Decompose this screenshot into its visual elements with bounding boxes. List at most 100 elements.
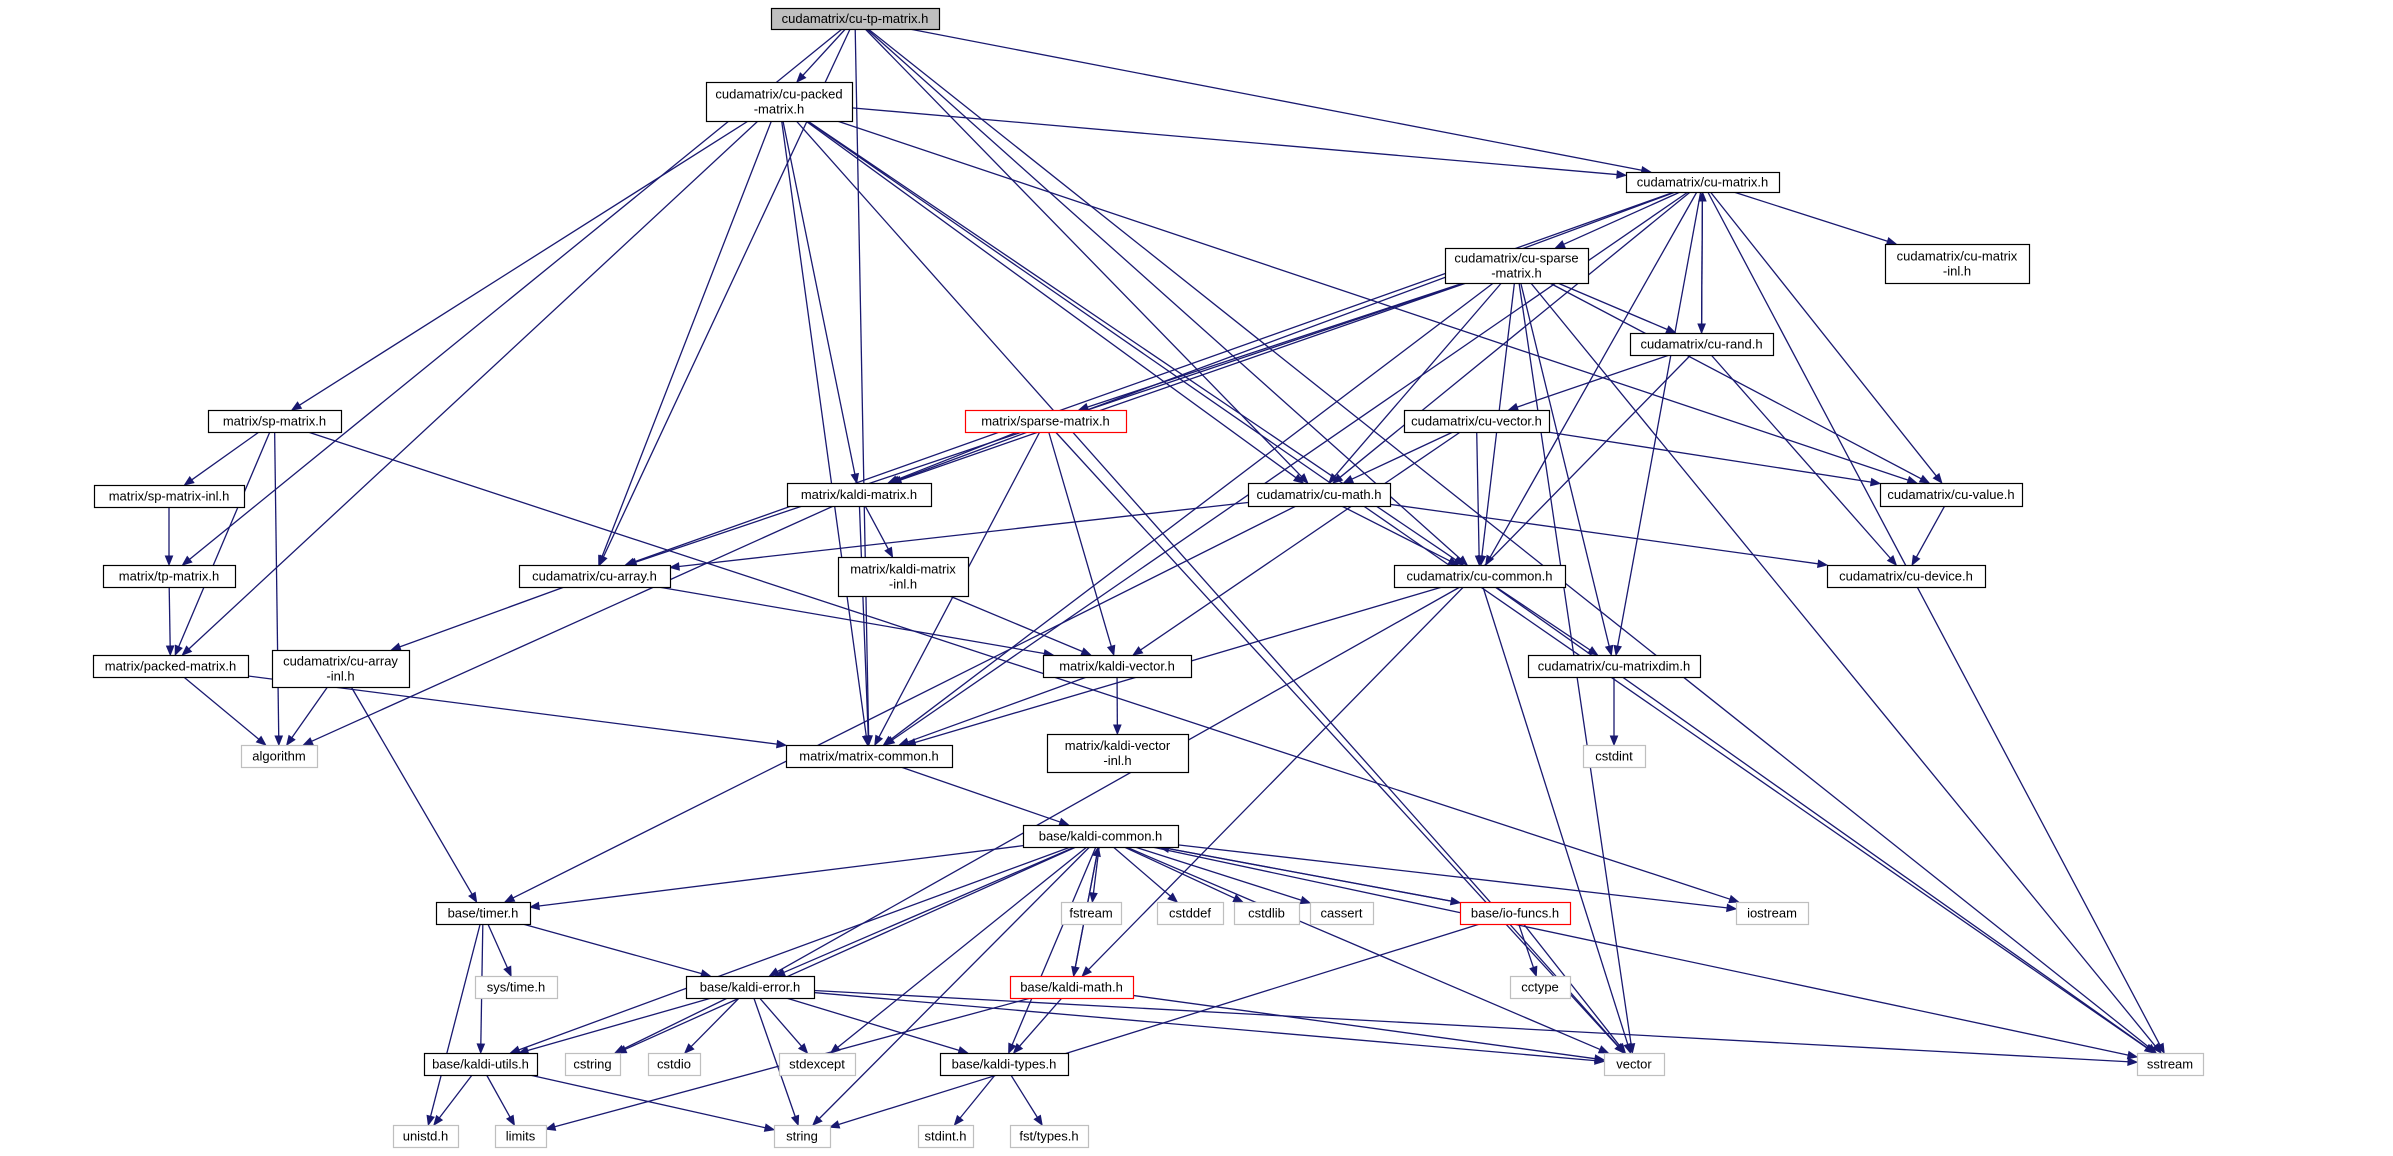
node-label: base/kaldi-math.h <box>1020 980 1123 995</box>
node-label: cudamatrix/cu-array.h <box>532 569 657 584</box>
edge-cu_matrix-to-cu_math <box>1339 191 1691 478</box>
node-label: cstring <box>573 1057 611 1072</box>
node-kaldi-matrix-inl[interactable]: matrix/kaldi-matrix-inl.h <box>837 556 970 598</box>
arrowhead-kaldi_error-to-vector <box>1594 1056 1606 1065</box>
edge-kaldi_common-to-sstream <box>1151 846 2129 1056</box>
arrowhead-sp_matrix-to-iostream <box>1728 894 1740 904</box>
edge-cu_math-to-timer <box>512 505 1297 899</box>
edge-cu_math-to-cu_common <box>1341 505 1451 562</box>
node-box <box>1603 1052 1666 1077</box>
node-label: -matrix.h <box>1491 266 1542 281</box>
edge-cu_packed_matrix-to-cu_matrix <box>851 107 1618 176</box>
node-box <box>1042 654 1193 679</box>
node-limits: limits <box>494 1124 548 1149</box>
arrowhead-cu_math-to-cu_common <box>1447 556 1460 566</box>
node-box <box>494 1124 548 1149</box>
node-cu-array[interactable]: cudamatrix/cu-array.h <box>518 564 672 589</box>
node-cu-rand[interactable]: cudamatrix/cu-rand.h <box>1629 332 1775 357</box>
node-label: cstddef <box>1169 906 1211 921</box>
arrowhead-kaldi_common-to-vector <box>1597 1045 1610 1054</box>
arrowhead-cu_packed_matrix-to-cu_value <box>1906 475 1918 485</box>
node-sp-matrix[interactable]: matrix/sp-matrix.h <box>207 409 343 434</box>
node-sp-matrix-inl[interactable]: matrix/sp-matrix-inl.h <box>93 484 246 509</box>
node-cu-matrixdim[interactable]: cudamatrix/cu-matrixdim.h <box>1527 654 1702 679</box>
node-cu-packed-matrix[interactable]: cudamatrix/cu-packed-matrix.h <box>705 81 854 123</box>
node-cu-tp-matrix[interactable]: cudamatrix/cu-tp-matrix.h <box>770 7 941 31</box>
node-kaldi-vector-inl[interactable]: matrix/kaldi-vector-inl.h <box>1046 733 1190 774</box>
node-io-funcs[interactable]: base/io-funcs.h <box>1459 901 1572 926</box>
edge-sparse_matrix-to-kaldi_vector <box>1048 431 1112 647</box>
edge-kaldi_error-to-cstring <box>622 997 728 1050</box>
node-kaldi-vector[interactable]: matrix/kaldi-vector.h <box>1042 654 1193 679</box>
node-matrix-common[interactable]: matrix/matrix-common.h <box>785 744 954 769</box>
edge-cu_packed_matrix-to-kaldi_matrix <box>782 120 856 475</box>
edge-cu_rand-to-cu_device <box>1710 354 1891 559</box>
arrowhead-io_funcs-to-string <box>828 1120 841 1129</box>
node-label: cassert <box>1321 906 1363 921</box>
node-string: string <box>773 1124 832 1149</box>
node-cu-value[interactable]: cudamatrix/cu-value.h <box>1879 482 2024 508</box>
edge-cu_matrix-to-cu_value <box>1709 191 1937 477</box>
arrowhead-cu_tp_matrix-to-tp_matrix <box>181 555 193 566</box>
edge-io_funcs-to-kaldi_common <box>1168 848 1461 904</box>
edge-kaldi_common-to-kaldi_error <box>783 846 1076 974</box>
arrowhead-kaldi_error-to-stdexcept <box>797 1042 809 1055</box>
node-cu-matrix[interactable]: cudamatrix/cu-matrix.h <box>1625 171 1781 194</box>
edge-kaldi_common-to-kaldi_utils <box>518 846 1071 1051</box>
edge-kaldi_matrix-to-matrix_common <box>858 505 869 737</box>
edge-kaldi_vector-to-matrix_common <box>907 676 1087 743</box>
node-cu-common[interactable]: cudamatrix/cu-common.h <box>1393 564 1567 589</box>
arrowhead-sp_matrix-to-sp_matrix_inl <box>183 475 195 486</box>
node-cu-array-inl[interactable]: cudamatrix/cu-array-inl.h <box>271 649 411 689</box>
node-cu-vector[interactable]: cudamatrix/cu-vector.h <box>1403 409 1551 434</box>
arrowhead-cu_sparse_matrix-to-matrix_common <box>882 735 894 746</box>
node-label: -inl.h <box>1943 264 1971 279</box>
node-label: cudamatrix/cu-value.h <box>1887 487 2014 502</box>
node-box <box>837 556 970 598</box>
node-iostream: iostream <box>1735 901 1810 926</box>
arrowhead-kaldi_common-to-kaldi_utils <box>509 1045 521 1054</box>
arrowhead-kaldi_common-to-string <box>811 1115 823 1126</box>
arrowhead-timer-to-kaldi_utils <box>476 1043 486 1055</box>
node-label: string <box>786 1129 818 1144</box>
edge-cu_tp_matrix-to-cu_math <box>864 28 1302 478</box>
node-kaldi-types[interactable]: base/kaldi-types.h <box>939 1052 1070 1077</box>
node-tp-matrix[interactable]: matrix/tp-matrix.h <box>102 564 237 589</box>
node-cu-sparse-matrix[interactable]: cudamatrix/cu-sparse-matrix.h <box>1444 247 1590 285</box>
arrowhead-cu_packed_matrix-to-cu_matrix <box>1616 170 1628 179</box>
edge-kaldi_error-to-kaldi_utils <box>527 997 712 1052</box>
node-packed-matrix[interactable]: matrix/packed-matrix.h <box>92 654 250 679</box>
node-label: unistd.h <box>403 1129 449 1144</box>
edge-kaldi_utils-to-string <box>529 1074 766 1129</box>
arrowhead-cu_packed_matrix-to-cu_math <box>1292 473 1305 484</box>
node-box <box>564 1052 622 1077</box>
node-box <box>785 744 954 769</box>
node-fst-types: fst/types.h <box>1009 1124 1090 1149</box>
edge-timer-to-sys_time <box>487 923 509 969</box>
node-cu-matrix-inl[interactable]: cudamatrix/cu-matrix-inl.h <box>1884 243 2031 285</box>
arrowhead-timer-to-unistd <box>426 1114 435 1127</box>
node-kaldi-error[interactable]: base/kaldi-error.h <box>685 975 816 1000</box>
node-timer[interactable]: base/timer.h <box>435 901 532 926</box>
node-box <box>778 1052 857 1077</box>
arrowhead-kaldi_types-to-stdint <box>953 1114 964 1127</box>
arrowhead-cu_common-to-vector <box>1623 1042 1632 1055</box>
edges-layer <box>164 28 2165 1132</box>
edge-kaldi_common-to-vector <box>1125 846 1601 1051</box>
node-kaldi-math[interactable]: base/kaldi-math.h <box>1009 975 1135 1000</box>
node-cstring: cstring <box>564 1052 622 1077</box>
arrowhead-cu_value-to-cu_device <box>1911 554 1921 567</box>
arrowhead-cu_rand-to-kaldi_math <box>1081 966 1093 977</box>
node-cu-device[interactable]: cudamatrix/cu-device.h <box>1826 564 1987 589</box>
arrowhead-cu_array_inl-to-algorithm <box>285 734 296 747</box>
node-kaldi-utils[interactable]: base/kaldi-utils.h <box>423 1052 539 1077</box>
node-kaldi-matrix[interactable]: matrix/kaldi-matrix.h <box>786 482 933 508</box>
node-kaldi-common[interactable]: base/kaldi-common.h <box>1022 824 1180 849</box>
node-stdint: stdint.h <box>917 1124 975 1149</box>
node-sparse-matrix[interactable]: matrix/sparse-matrix.h <box>964 409 1128 434</box>
node-cu-math[interactable]: cudamatrix/cu-math.h <box>1247 482 1392 508</box>
edge-sp_matrix-to-algorithm <box>273 431 280 737</box>
edge-kaldi_common-to-cstddef <box>1112 846 1171 897</box>
node-label: base/timer.h <box>448 906 519 921</box>
edge-cu_sparse_matrix-to-cu_rand <box>1557 282 1668 331</box>
